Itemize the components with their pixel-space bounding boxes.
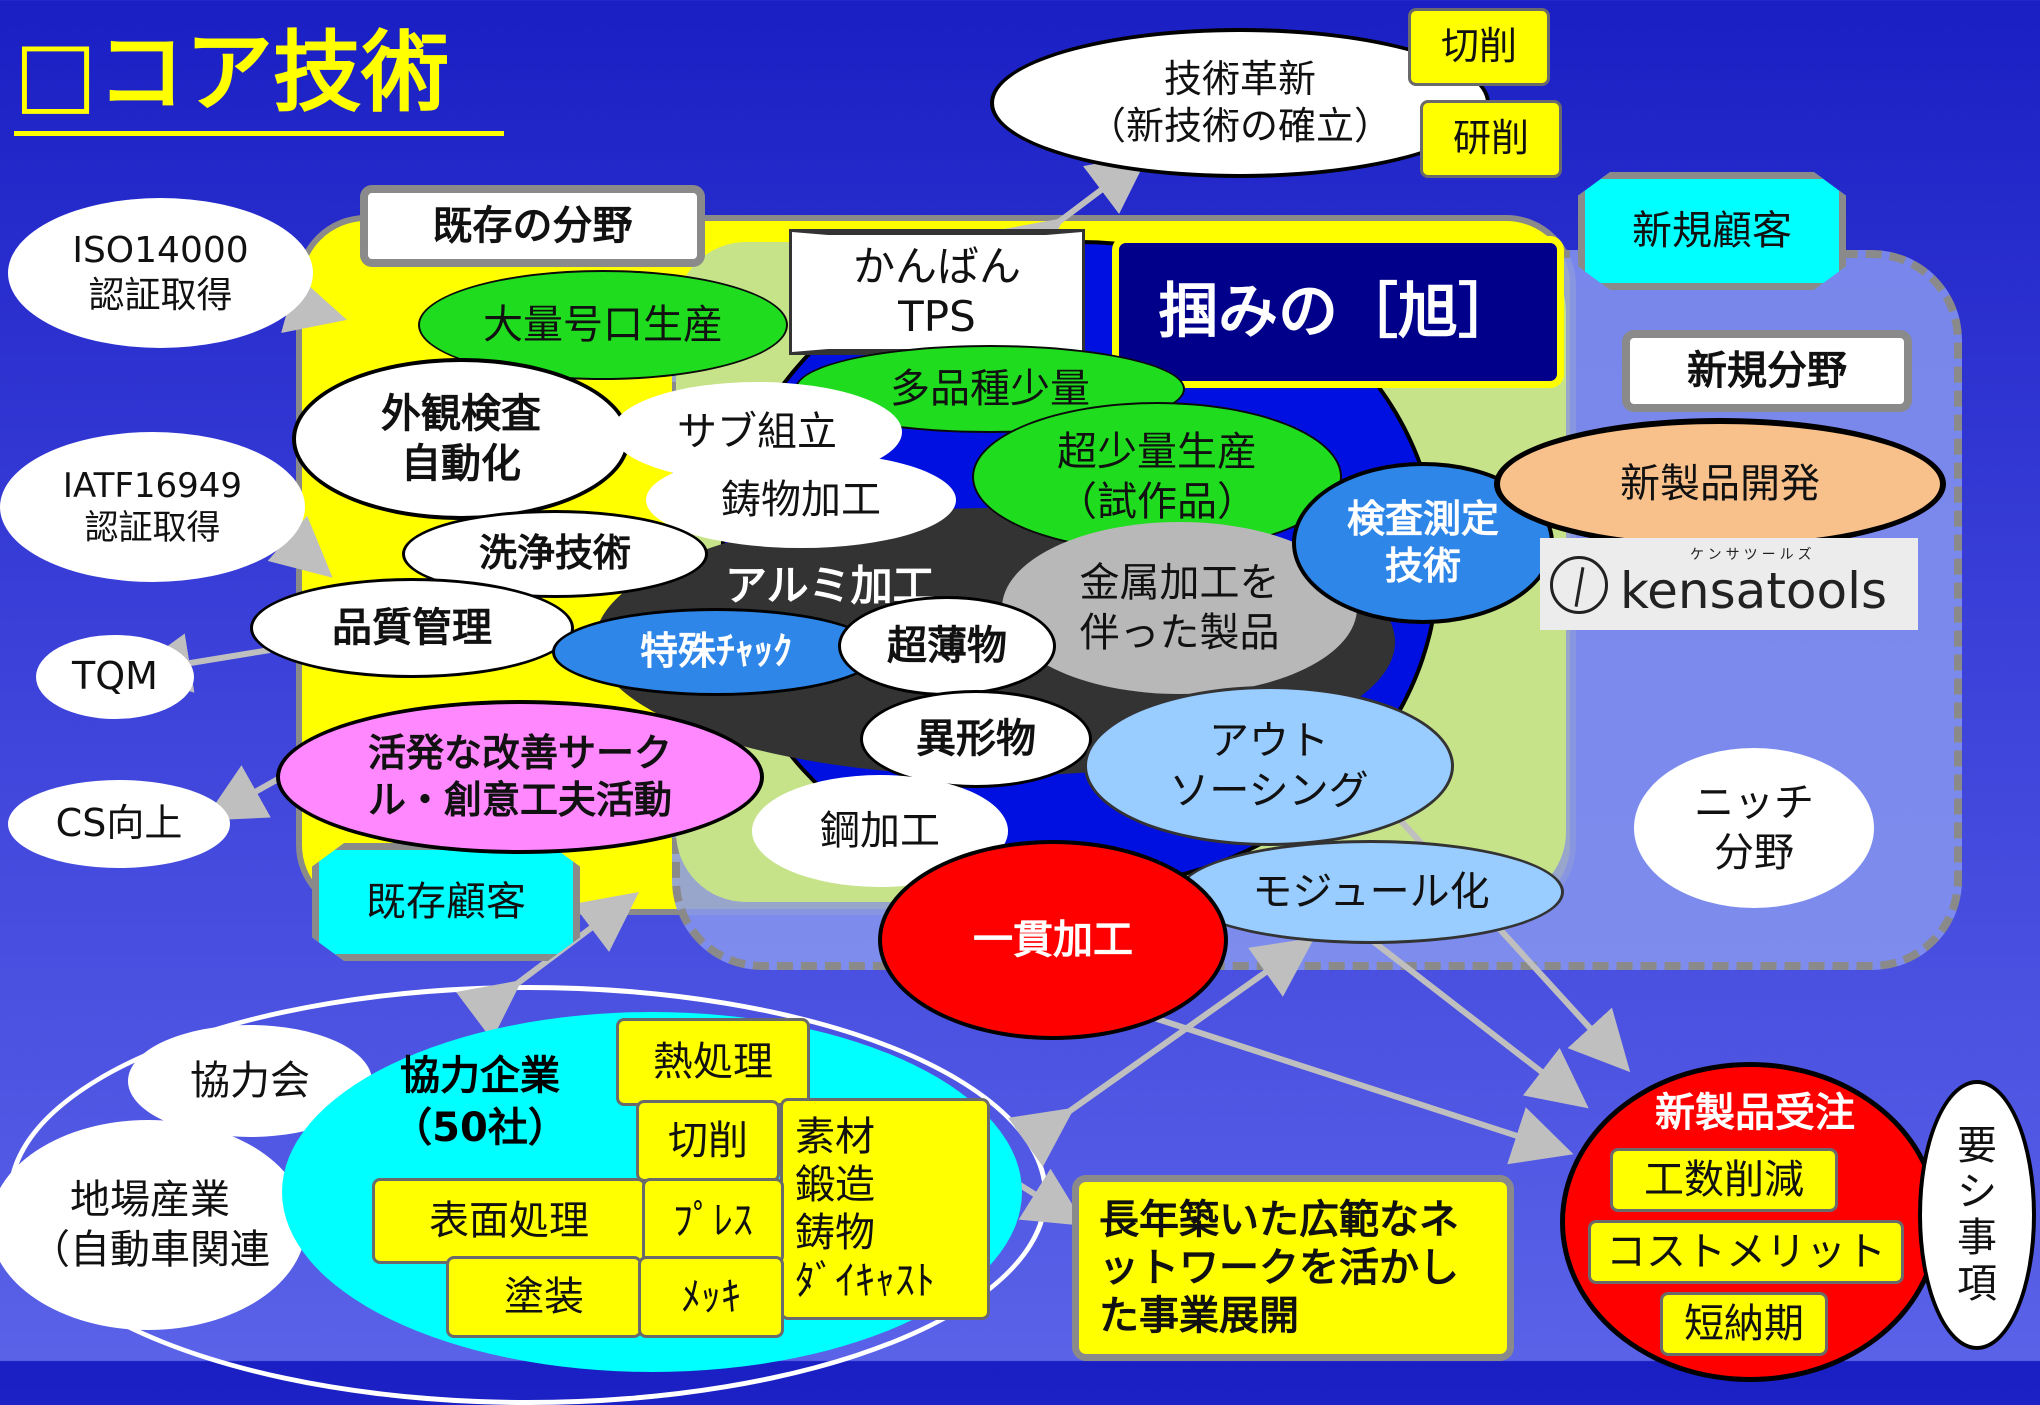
requirements-ellipse: 要 シ 事 項: [1918, 1080, 2036, 1350]
network-note-box: 長年築いた広範なネ ットワークを活かし た事業展開: [1072, 1175, 1514, 1361]
special-chuck-ellipse: 特殊ﾁｬｯｸ: [552, 608, 880, 696]
mass-production-ellipse: 大量号口生産: [418, 270, 788, 380]
plating-tag: ﾒｯｷ: [638, 1256, 784, 1338]
quality-control-ellipse: 品質管理: [250, 578, 574, 678]
grinding-tag: 研削: [1420, 100, 1562, 178]
cooperative-ellipse: 協力会: [128, 1025, 372, 1137]
existing-customers-label: 既存顧客: [312, 843, 580, 961]
iatf-ellipse: IATF16949 認証取得: [0, 432, 305, 582]
cs-ellipse: CS向上: [8, 780, 230, 868]
new-product-dev-ellipse: 新製品開発: [1494, 418, 1946, 550]
local-industry-ellipse: 地場産業 （自動車関連: [0, 1120, 306, 1330]
casting-processing-ellipse: 鋳物加工: [646, 452, 956, 548]
integrated-ellipse: 一貫加工: [878, 840, 1228, 1040]
cleaning-ellipse: 洗浄技術: [402, 510, 708, 598]
partners-label: 協力企業 （50社）: [392, 1053, 568, 1151]
press-tag: ﾌﾟﾚｽ: [642, 1178, 784, 1264]
short-lead-tag: 短納期: [1660, 1292, 1828, 1356]
kaizen-ellipse: 活発な改善サーク ル・創意工夫活動: [276, 700, 764, 854]
compass-icon: [1550, 556, 1608, 614]
kanban-tps-box: かんばん TPS: [789, 229, 1085, 355]
outsourcing-ellipse: アウト ソーシング: [1084, 686, 1454, 846]
new-customers-label: 新規顧客: [1578, 172, 1846, 290]
modular-ellipse: モジュール化: [1178, 840, 1564, 944]
materials-tag: 素材 鍛造 鋳物 ﾀﾞｲｷｬｽﾄ: [780, 1098, 990, 1320]
tqm-ellipse: TQM: [36, 635, 194, 719]
niche-ellipse: ニッチ 分野: [1634, 748, 1874, 908]
kensatools-kana: ケンサツールズ: [1690, 547, 1816, 563]
new-order-label: 新製品受注: [1655, 1090, 1855, 1136]
cost-merit-tag: コストメリット: [1588, 1220, 1904, 1284]
iso-ellipse: ISO14000 認証取得: [8, 198, 313, 348]
irregular-ellipse: 異形物: [860, 690, 1092, 788]
page-title: □コア技術: [14, 18, 504, 136]
ultra-thin-ellipse: 超薄物: [838, 596, 1056, 696]
tagline-box: 掴みの［旭］: [1112, 236, 1564, 388]
cutting-tag: 切削: [636, 1100, 780, 1182]
visual-inspection-ellipse: 外観検査 自動化: [292, 358, 630, 520]
metal-products-ellipse: 金属加工を 伴った製品: [1002, 522, 1357, 694]
painting-tag: 塗装: [446, 1256, 642, 1338]
kensatools-logo: ケンサツールズ kensatools: [1540, 538, 1918, 630]
kensatools-wordmark: kensatools: [1620, 562, 1888, 620]
existing-field-label: 既存の分野: [360, 185, 705, 267]
tech-innovation-ellipse: 技術革新 （新技術の確立）: [990, 28, 1490, 178]
man-hours-tag: 工数削減: [1610, 1148, 1838, 1212]
steel-ellipse: 鋼加工: [752, 775, 1008, 887]
surface-treatment-tag: 表面処理: [372, 1178, 646, 1264]
cutting-top-tag: 切削: [1408, 8, 1550, 86]
new-field-label: 新規分野: [1622, 330, 1912, 412]
heat-treatment-tag: 熱処理: [616, 1018, 810, 1106]
